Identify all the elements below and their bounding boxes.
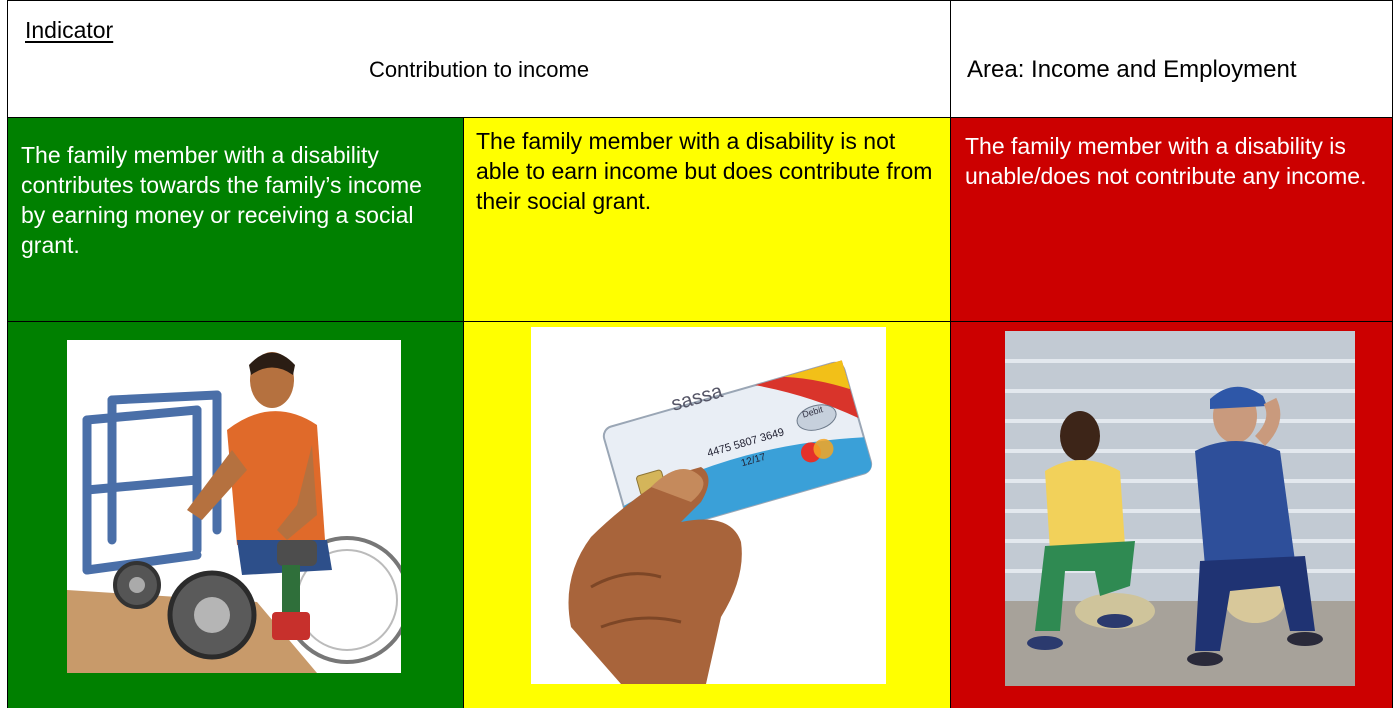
green-level-illustration-cell [7,321,464,708]
indicator-title: Contribution to income [368,57,590,82]
red-level-description: The family member with a disability is u… [950,117,1393,322]
sassa-card-illustration: sassa Debit 4475 5807 3649 12/17 [531,327,886,684]
green-level-description: The family member with a disability cont… [7,117,464,322]
area-label: Area: Income and Employment [967,56,1297,83]
wheelchair-repair-illustration [67,340,401,673]
yellow-level-illustration-cell: sassa Debit 4475 5807 3649 12/17 [463,321,951,708]
men-sitting-illustration [1005,331,1355,686]
indicator-table: Indicator Contribution to income Area: I… [7,0,1393,708]
area-header-cell: Area: Income and Employment [950,0,1393,118]
yellow-level-description: The family member with a disability is n… [463,117,951,322]
indicator-label: Indicator [25,17,114,43]
indicator-header-cell: Indicator Contribution to income [7,0,951,118]
red-level-illustration-cell [950,321,1393,708]
